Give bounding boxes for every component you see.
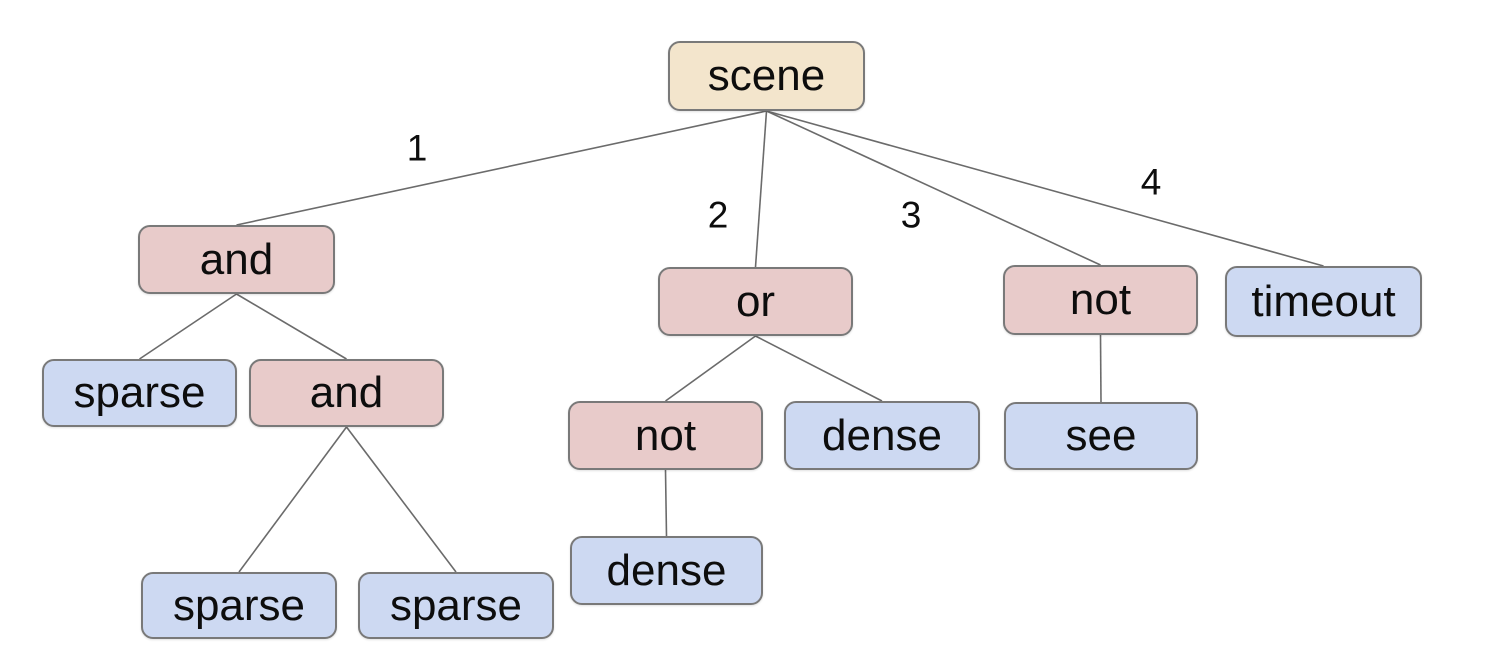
edge-and-2-to-sparse-2 — [238, 426, 348, 573]
edge-and-1-to-and-2 — [236, 293, 347, 360]
edge-scene-to-or-1 — [754, 110, 768, 268]
node-scene: scene — [668, 41, 865, 111]
edge-scene-to-not-1 — [766, 110, 1101, 266]
node-sparse-3: sparse — [358, 572, 554, 639]
edge-not-2-to-dense-2 — [664, 469, 668, 537]
edge-scene-to-timeout-1 — [766, 110, 1324, 267]
node-sparse-1: sparse — [42, 359, 237, 427]
node-see-1: see — [1004, 402, 1198, 470]
node-dense-1: dense — [784, 401, 980, 470]
edge-label-4: 4 — [1140, 161, 1162, 203]
node-sparse-2: sparse — [141, 572, 337, 639]
edge-or-1-to-dense-1 — [755, 335, 883, 402]
edge-and-1-to-sparse-1 — [139, 293, 237, 360]
edge-label-2: 2 — [707, 194, 729, 236]
edge-or-1-to-not-2 — [665, 335, 756, 402]
edge-not-1-to-see-1 — [1099, 334, 1102, 403]
node-dense-2: dense — [570, 536, 763, 605]
edge-and-2-to-sparse-3 — [345, 426, 457, 573]
edge-scene-to-and-1 — [236, 110, 767, 226]
node-not-1: not — [1003, 265, 1198, 335]
node-timeout-1: timeout — [1225, 266, 1422, 337]
node-not-2: not — [568, 401, 763, 470]
edge-label-3: 3 — [900, 194, 922, 236]
edge-label-1: 1 — [406, 127, 428, 169]
node-and-1: and — [138, 225, 335, 294]
node-or-1: or — [658, 267, 853, 336]
node-and-2: and — [249, 359, 444, 427]
